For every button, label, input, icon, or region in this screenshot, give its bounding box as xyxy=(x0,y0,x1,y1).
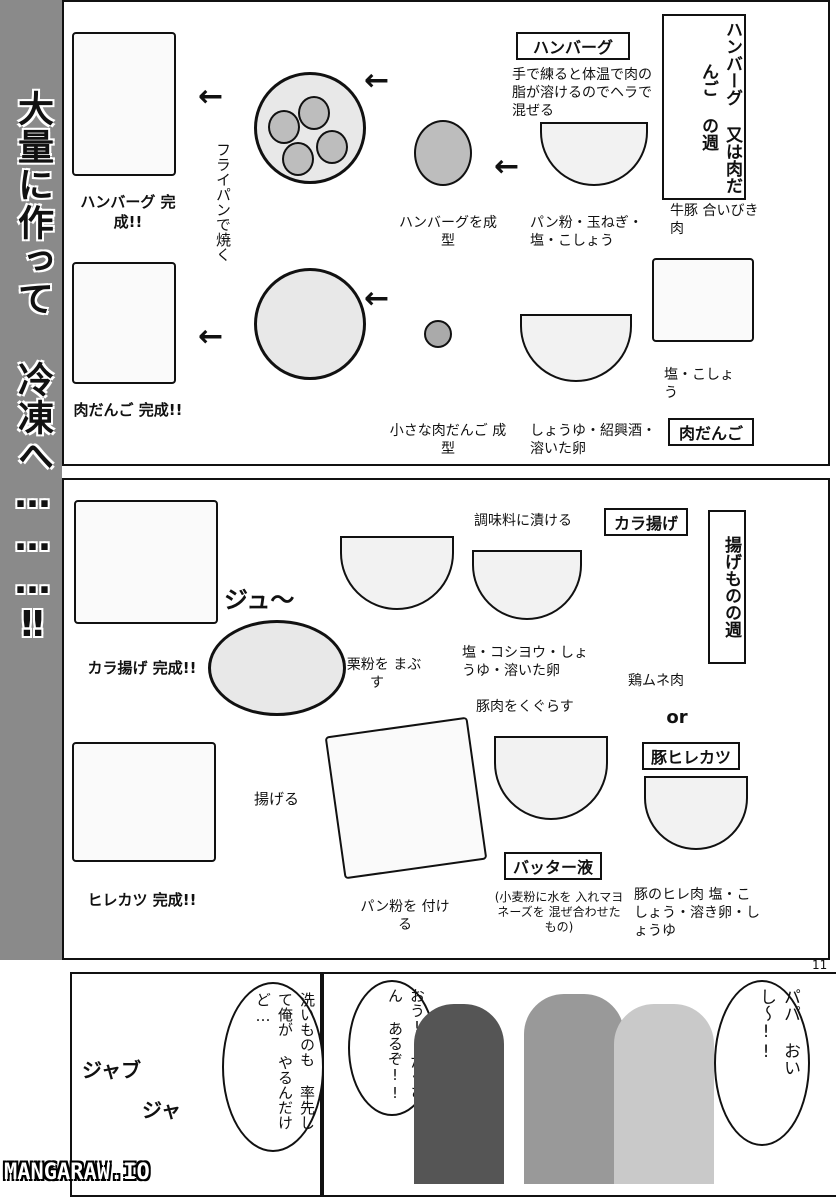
meatball-bowl xyxy=(520,314,632,382)
small-ball-label: 小さな肉だんご 成型 xyxy=(389,423,507,457)
mom-figure xyxy=(524,994,624,1184)
marinate-label: 調味料に漬ける xyxy=(474,513,572,529)
batter-bowl xyxy=(494,736,608,820)
breadcrumb-tray xyxy=(324,716,488,880)
patty xyxy=(268,110,300,144)
karaage-tray xyxy=(74,500,218,624)
fryer-pot xyxy=(208,620,346,716)
hamburg-note: 手で練ると体温で肉の脂が溶けるのでヘラで混ぜる xyxy=(512,67,652,119)
arrow-left-2: ← xyxy=(198,79,224,114)
or-label: or xyxy=(644,702,710,734)
patty xyxy=(298,96,330,130)
panel-fried-week: 揚げものの週 カラ揚げ 調味料に漬ける 塩・コシヨウ・しょうゆ・溶いた卵 鶏ムネ… xyxy=(62,478,830,960)
pork-ing: 豚のヒレ肉 塩・こしょう・溶き卵・しょうゆ xyxy=(634,887,760,939)
panel-dishwashing: 洗いものも 率先して俺が やるんだけど… ジャブ ジャ xyxy=(70,972,324,1197)
hamburg-done: ハンバーグ 完成!! xyxy=(80,193,176,231)
fry-label: フライパンで焼く xyxy=(214,142,232,262)
fry-label-2: 揚げる xyxy=(254,790,300,808)
patty xyxy=(316,130,348,164)
breadcrumb-label: パン粉を 付ける xyxy=(360,899,450,933)
marinate-ing: 塩・コシヨウ・しょうゆ・溶いた卵 xyxy=(462,645,588,679)
patty-in-hand xyxy=(414,120,472,186)
marinate-bowl-2 xyxy=(472,550,582,620)
meatball-in-hand xyxy=(424,320,452,348)
patty xyxy=(282,142,314,176)
page-number: 11 xyxy=(812,958,828,972)
katakuri-label: 片栗粉を まぶす xyxy=(332,657,422,691)
batter-note: (小麦粉に水を 入れマヨネーズを 混ぜ合わせたもの) xyxy=(494,890,624,934)
meatball-tray xyxy=(72,262,176,384)
niku-tag: 肉だんご xyxy=(668,418,754,446)
frying-pan-2 xyxy=(254,268,366,380)
mix-label: パン粉・玉ねぎ・塩・こしょう xyxy=(530,215,643,249)
karaage-tag: カラ揚げ xyxy=(604,508,688,536)
mixing-bowl xyxy=(540,122,648,186)
marinate-bowl-1 xyxy=(340,536,454,610)
arrow-left-1: ← xyxy=(364,63,390,98)
hirekatsu-tray xyxy=(72,742,216,862)
dad-figure xyxy=(414,1004,504,1184)
hirekatsu-tag: 豚ヒレカツ xyxy=(642,742,740,770)
arrow-left-3: ← xyxy=(494,149,520,184)
sfx-ja: ジャ xyxy=(142,1098,181,1122)
sidebar-band xyxy=(0,0,62,960)
karaage-done: カラ揚げ 完成!! xyxy=(87,659,197,677)
shape-label: ハンバーグを成型 xyxy=(399,215,497,249)
batter-tag: バッター液 xyxy=(504,852,602,880)
sfx-ju: ジュ〜 xyxy=(224,586,295,614)
niku-mix-label: しょうゆ・紹興酒・溶いた卵 xyxy=(530,423,656,457)
salt-label: 塩・こしょう xyxy=(664,367,734,401)
arrow-left-5: ← xyxy=(198,319,224,354)
arrow-left-4: ← xyxy=(364,281,390,316)
coat-label: 豚肉をくぐらす xyxy=(476,699,574,715)
speech-bubble-1: 洗いものも 率先して俺が やるんだけど… xyxy=(222,982,324,1152)
chicken-label: 鶏ムネ肉 xyxy=(628,673,684,689)
sfx-jabu: ジャブ xyxy=(82,1058,141,1082)
pork-bowl xyxy=(644,776,748,850)
speech-bubble-kid: パパ おいし〜!! xyxy=(714,980,810,1146)
hirekatsu-done: ヒレカツ 完成!! xyxy=(87,891,197,909)
week-title-box-2: 揚げものの週 xyxy=(708,510,746,664)
hamburg-tag: ハンバーグ xyxy=(516,32,630,60)
panel-hamburg-week: ハンバーグ 又は肉だんご の週 ハンバーグ 手で練ると体温で肉の脂が溶けるのでヘ… xyxy=(62,0,830,466)
week-title-box: ハンバーグ 又は肉だんご の週 xyxy=(662,14,746,200)
hamburg-tray xyxy=(72,32,176,176)
meat-pack xyxy=(652,258,754,342)
kid-figure xyxy=(614,1004,714,1184)
niku-done: 肉だんご 完成!! xyxy=(73,401,183,419)
sidebar-title: 大量に作って 冷凍へ………‼ xyxy=(12,90,53,647)
watermark: MANGARAW.IO xyxy=(4,1160,150,1185)
panel-family-dinner: おう! たくさん あるぞ!! パパ おいし〜!! xyxy=(322,972,836,1197)
meat-label: 牛豚 合いびき肉 xyxy=(670,203,759,237)
